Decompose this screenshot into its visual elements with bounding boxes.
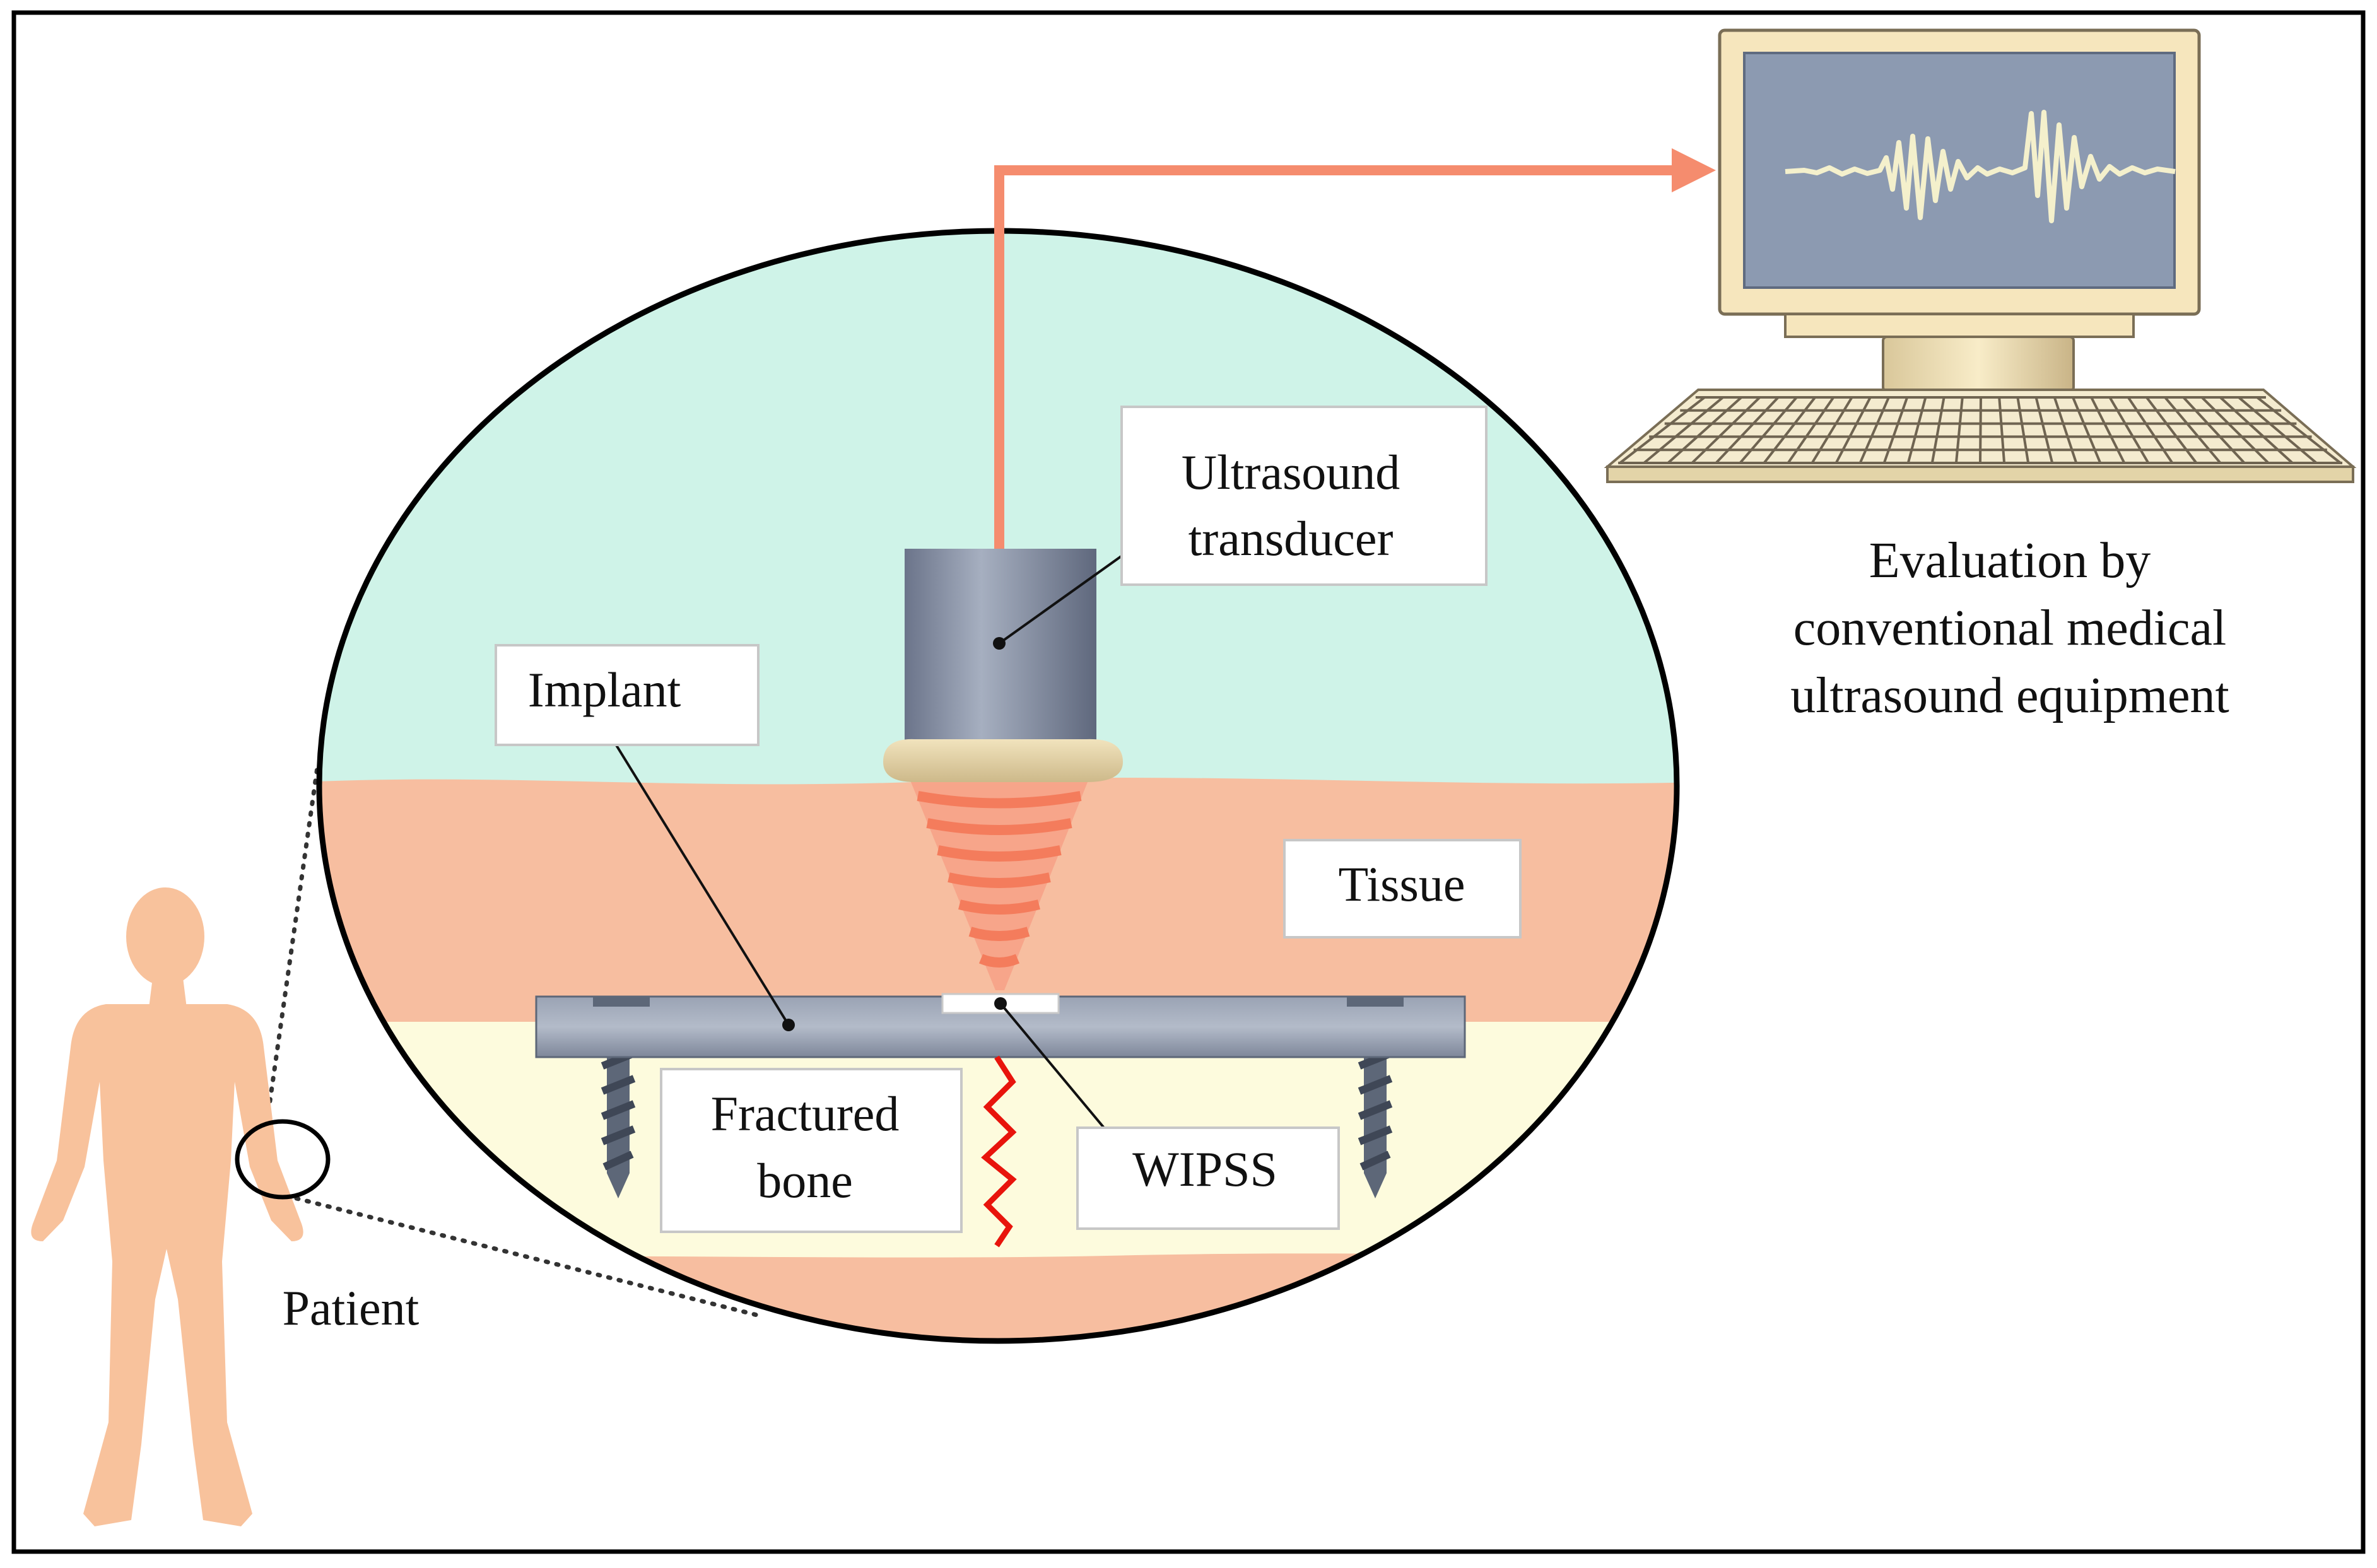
label-implant: Implant — [528, 662, 681, 717]
zoom-line-lower — [294, 1196, 760, 1318]
label-patient: Patient — [283, 1280, 420, 1335]
wrist-highlight-circle — [235, 1119, 331, 1200]
monitor-stand — [1882, 336, 2075, 392]
label-fractured: Fractured — [711, 1086, 900, 1141]
label-box-implant — [495, 644, 760, 746]
patient-figure — [31, 887, 303, 1526]
screw-head-left — [593, 997, 650, 1007]
caption-line-1: Evaluation by — [1869, 533, 2151, 588]
label-boxes — [495, 406, 1522, 1233]
label-wipss: WIPSS — [1132, 1142, 1277, 1196]
zoom-line-upper — [260, 761, 320, 1157]
caption-line-3: ultrasound equipment — [1790, 668, 2229, 723]
screw-head-right — [1347, 997, 1404, 1007]
signal-cable — [994, 165, 1678, 549]
transducer-ring — [883, 739, 1123, 782]
keyboard-keys — [1618, 396, 2343, 464]
computer-monitor — [1718, 28, 2201, 392]
caption-line-2: conventional medical — [1793, 600, 2226, 656]
leader-dots — [782, 637, 1007, 1031]
ultrasound-wavefronts — [917, 791, 1082, 968]
keyboard — [1604, 389, 2357, 483]
arrow-head-icon — [1672, 148, 1716, 192]
label-tissue: Tissue — [1339, 857, 1465, 911]
label-box-wipss — [1076, 1126, 1340, 1230]
label-ultrasound: Ultrasound — [1182, 445, 1400, 500]
label-transducer: transducer — [1188, 511, 1394, 566]
label-bone: bone — [757, 1153, 853, 1208]
waveform-trace — [1785, 110, 2176, 223]
monitor-base-bar — [1784, 313, 2135, 338]
leader-lines — [614, 554, 1124, 1137]
label-box-transducer — [1120, 406, 1488, 586]
label-box-tissue — [1283, 839, 1522, 939]
label-box-bone — [660, 1068, 963, 1233]
fracture-crack — [981, 1055, 1017, 1248]
